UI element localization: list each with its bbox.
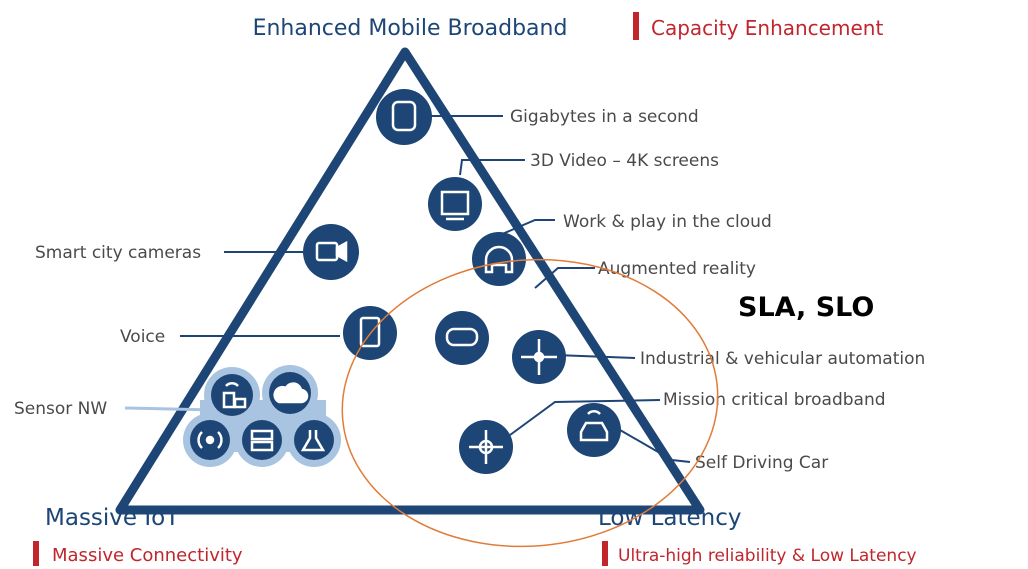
label-gigabytes: Gigabytes in a second [510,107,699,127]
bottom-left-subtitle: Massive Connectivity [52,545,243,566]
label-3d-video: 3D Video – 4K screens [530,151,719,171]
3d-video-screen-icon [428,177,482,231]
car-icon [567,403,621,457]
database-icon [376,89,432,145]
label-self-driving: Self Driving Car [695,453,828,473]
label-mission-critical: Mission critical broadband [663,390,886,410]
gamepad-icon [472,232,526,286]
label-smart-city: Smart city cameras [35,243,201,263]
icon-glyphs [197,100,609,464]
label-sensor-nw: Sensor NW [14,399,107,419]
bottom-right-red-bar [602,541,608,566]
video-camera-icon [303,224,359,280]
top-red-bar [633,12,639,40]
building-signal-icon [211,374,253,416]
label-industrial: Industrial & vehicular automation [640,349,925,369]
triangle-frame [115,47,705,515]
label-voice: Voice [120,327,165,347]
top-subtitle: Capacity Enhancement [651,16,883,40]
bottom-right-subtitle: Ultra-high reliability & Low Latency [618,546,917,566]
bottom-left-red-bar [33,541,39,566]
bottom-left-title: Massive IoT [45,505,180,531]
vr-headset-icon [435,311,489,365]
top-title: Enhanced Mobile Broadband [253,16,568,41]
label-augmented-reality: Augmented reality [598,259,756,279]
label-cloud: Work & play in the cloud [563,212,772,232]
sla-slo-annotation: SLA, SLO [738,292,874,323]
flask-icon [294,420,334,460]
highlight-ellipse [341,258,719,548]
leader-lines [180,115,691,463]
bottom-right-title: Low Latency [598,505,742,531]
